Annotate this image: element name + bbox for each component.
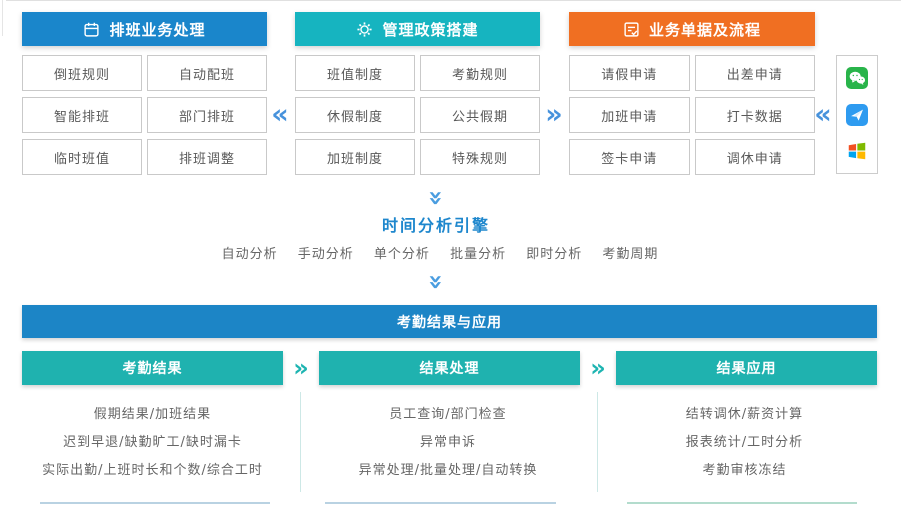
- result-item: 实际出勤/上班时长和个数/综合工时: [42, 463, 263, 478]
- column-divider: [300, 392, 301, 492]
- analysis-modes-row: 自动分析 手动分析 单个分析 批量分析 即时分析 考勤周期: [0, 243, 880, 262]
- result-item: 假期结果/加班结果: [93, 407, 212, 422]
- send-app-icon: [846, 103, 868, 126]
- analysis-mode: 批量分析: [450, 247, 507, 262]
- analysis-mode: 手动分析: [297, 247, 354, 262]
- module-box: 休假制度: [295, 97, 415, 133]
- result-stages-row: 考勤结果 » 结果处理 » 结果应用: [22, 351, 877, 385]
- cutoff-box-top: [40, 502, 270, 504]
- module-box: 排班调整: [147, 139, 267, 175]
- cutoff-box-top: [325, 502, 556, 504]
- result-list-attendance: 假期结果/加班结果 迟到早退/缺勤旷工/缺时漏卡 实际出勤/上班时长和个数/综合…: [22, 401, 283, 485]
- result-item: 结转调休/薪资计算: [685, 407, 804, 422]
- flow-right-icon: »: [293, 354, 309, 382]
- pillar-title: 管理政策搭建: [382, 20, 479, 39]
- module-grid: 倒班规则 自动配班 智能排班 部门排班 临时班值 排班调整: [22, 55, 267, 175]
- result-item: 异常处理/批量处理/自动转换: [358, 463, 538, 478]
- pillar-header: 管理政策搭建: [295, 12, 540, 46]
- flow-left-icon: «: [271, 99, 289, 130]
- analysis-mode: 即时分析: [526, 247, 583, 262]
- cutoff-box-top: [627, 502, 857, 504]
- module-box: 智能排班: [22, 97, 142, 133]
- module-box: 自动配班: [147, 55, 267, 91]
- module-box: 临时班值: [22, 139, 142, 175]
- module-box: 特殊规则: [420, 139, 540, 175]
- analysis-mode: 单个分析: [373, 247, 430, 262]
- module-box: 签卡申请: [569, 139, 690, 175]
- module-grid: 班值制度 考勤规则 休假制度 公共假期 加班制度 特殊规则: [295, 55, 540, 175]
- module-box: 考勤规则: [420, 55, 540, 91]
- pillar-header: 排班业务处理: [22, 12, 267, 46]
- result-item: 考勤审核冻结: [702, 463, 787, 478]
- result-list-application: 结转调休/薪资计算 报表统计/工时分析 考勤审核冻结: [612, 401, 877, 485]
- result-item: 迟到早退/缺勤旷工/缺时漏卡: [63, 435, 242, 450]
- windows-icon: [848, 142, 866, 160]
- calendar-icon: [84, 22, 100, 37]
- module-box: 出差申请: [694, 55, 815, 91]
- result-list-processing: 员工查询/部门检查 异常申诉 异常处理/批量处理/自动转换: [318, 401, 578, 485]
- form-icon: [624, 21, 639, 37]
- frame-top-line: [6, 0, 901, 1]
- analysis-mode: 考勤周期: [602, 247, 659, 262]
- flow-down-icon: »: [422, 273, 451, 291]
- results-banner: 考勤结果与应用: [22, 305, 877, 338]
- module-box: 公共假期: [420, 97, 540, 133]
- module-box: 加班制度: [295, 139, 415, 175]
- frame-left-line: [2, 0, 3, 36]
- module-box: 请假申请: [569, 55, 690, 91]
- result-stage-bar: 结果处理: [319, 351, 580, 385]
- result-item: 异常申诉: [419, 435, 476, 450]
- pillar-header: 业务单据及流程: [569, 12, 815, 46]
- gear-icon: [357, 21, 373, 37]
- pillar-policy: 管理政策搭建 班值制度 考勤规则 休假制度 公共假期 加班制度 特殊规则: [295, 12, 540, 175]
- module-box: 班值制度: [295, 55, 415, 91]
- column-divider: [597, 392, 598, 492]
- pillar-documents: 业务单据及流程 请假申请 出差申请 加班申请 打卡数据 签卡申请 调休申请: [569, 12, 815, 175]
- result-item: 报表统计/工时分析: [685, 435, 804, 450]
- engine-title: 时间分析引擎: [381, 216, 490, 235]
- module-box: 加班申请: [569, 97, 690, 133]
- flow-right-icon: »: [545, 99, 563, 130]
- channel-panel: [836, 55, 878, 174]
- module-box: 倒班规则: [22, 55, 142, 91]
- flow-down-icon: »: [422, 189, 451, 207]
- wechat-icon: [846, 67, 868, 89]
- pillar-title: 业务单据及流程: [648, 20, 761, 39]
- result-stage-bar: 结果应用: [616, 351, 877, 385]
- module-box: 部门排班: [147, 97, 267, 133]
- module-grid: 请假申请 出差申请 加班申请 打卡数据 签卡申请 调休申请: [569, 55, 815, 175]
- pillar-title: 排班业务处理: [109, 20, 206, 39]
- pillar-scheduling: 排班业务处理 倒班规则 自动配班 智能排班 部门排班 临时班值 排班调整: [22, 12, 267, 175]
- flow-right-icon: »: [590, 354, 606, 382]
- result-stage-bar: 考勤结果: [22, 351, 283, 385]
- module-box: 打卡数据: [694, 97, 815, 133]
- flow-left-icon: «: [814, 99, 832, 130]
- module-box: 调休申请: [694, 139, 815, 175]
- result-item: 员工查询/部门检查: [389, 407, 507, 422]
- analysis-mode: 自动分析: [221, 247, 278, 262]
